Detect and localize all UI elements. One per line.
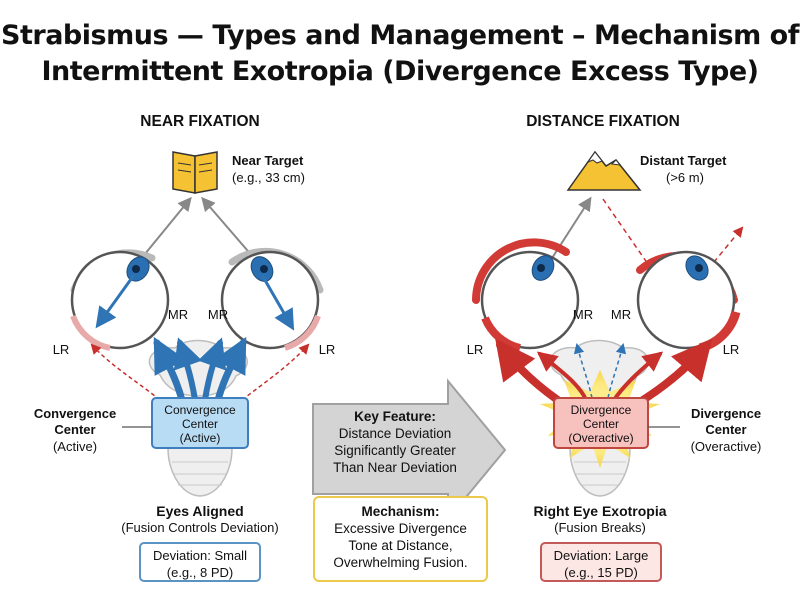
- near-lr-left: LR: [52, 342, 70, 357]
- near-center-box-line3: (Active): [179, 431, 221, 445]
- distance-deviation-line1: Deviation: Large: [553, 548, 649, 563]
- key-feature-line3: Than Near Deviation: [333, 460, 457, 475]
- near-mr-left: MR: [167, 307, 189, 322]
- near-right-eye: [220, 247, 324, 351]
- near-deviation-line1: Deviation: Small: [153, 548, 247, 563]
- distance-mr-left: MR: [572, 307, 594, 322]
- title-line-1: Strabismus — Types and Management – Mech…: [1, 20, 799, 51]
- distance-lr-right: LR: [722, 342, 740, 357]
- near-fixation-heading: NEAR FIXATION: [140, 113, 260, 130]
- near-target-label: Near Target: [232, 153, 304, 168]
- distance-center-box-line1: Divergence: [570, 403, 632, 417]
- mechanism-line3: Overwhelming Fusion.: [333, 555, 468, 570]
- title-line-2: Intermittent Exotropia (Divergence Exces…: [41, 56, 759, 87]
- distance-fixation-heading: DISTANCE FIXATION: [526, 113, 680, 130]
- mechanism-box: Mechanism: Excessive Divergence Tone at …: [313, 496, 488, 582]
- distance-right-eye: [636, 250, 741, 353]
- distance-mr-right: MR: [610, 307, 632, 322]
- near-deviation-box: Deviation: Small (e.g., 8 PD): [139, 542, 261, 582]
- near-convergence-arrows: [153, 336, 247, 404]
- near-result-sub: (Fusion Controls Deviation): [121, 520, 279, 535]
- near-target-distance: (e.g., 33 cm): [232, 170, 305, 185]
- near-result-title: Eyes Aligned: [156, 503, 244, 519]
- distance-deviation-box: Deviation: Large (e.g., 15 PD): [540, 542, 662, 582]
- distance-center-side-title: Divergence Center: [690, 406, 762, 437]
- distant-target-label: Distant Target: [640, 153, 727, 168]
- mechanism-title: Mechanism:: [361, 504, 440, 519]
- distance-lr-left: LR: [466, 342, 484, 357]
- divergence-center-box: [553, 397, 649, 449]
- distance-center-side-state: (Overactive): [690, 439, 762, 454]
- mechanism-line1: Excessive Divergence: [334, 521, 467, 536]
- distance-center-box-line3: (Overactive): [568, 431, 634, 445]
- near-center-side-title: Convergence Center: [33, 406, 117, 437]
- key-feature-line2: Significantly Greater: [334, 443, 456, 458]
- mountain-icon: [566, 150, 642, 191]
- near-lr-right: LR: [318, 342, 336, 357]
- distance-center-box-line2: Center: [582, 417, 620, 431]
- distance-result-title: Right Eye Exotropia: [533, 503, 667, 519]
- distance-left-eye: [472, 238, 580, 352]
- convergence-center-box: [151, 397, 249, 449]
- near-center-box-line1: Convergence: [164, 403, 236, 417]
- near-mr-right: MR: [207, 307, 229, 322]
- book-icon: [172, 151, 218, 194]
- near-left-eye: [70, 249, 170, 351]
- near-deviation-line2: (e.g., 8 PD): [166, 565, 234, 580]
- key-feature-title: Key Feature:: [354, 409, 436, 424]
- distant-target-distance: (>6 m): [666, 170, 704, 185]
- distance-result-sub: (Fusion Breaks): [554, 520, 646, 535]
- key-feature-arrow: [312, 378, 507, 522]
- distance-deviation-line2: (e.g., 15 PD): [564, 565, 638, 580]
- mechanism-line2: Tone at Distance,: [348, 538, 453, 553]
- near-center-box-line2: Center: [181, 417, 219, 431]
- near-center-side-state: (Active): [52, 439, 98, 454]
- key-feature-line1: Distance Deviation: [338, 426, 452, 441]
